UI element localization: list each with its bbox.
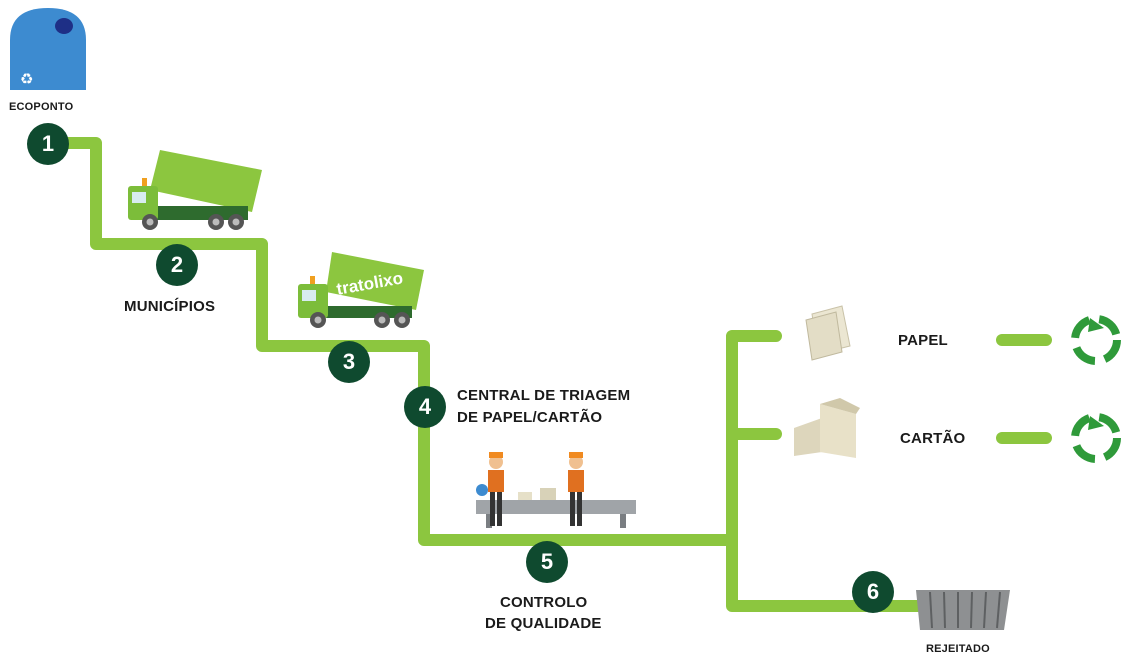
central-triagem-label-line2: DE PAPEL/CARTÃO bbox=[457, 409, 603, 426]
step-badge-2: 2 bbox=[156, 244, 198, 286]
ecoponto-label: ECOPONTO bbox=[9, 101, 74, 113]
step-badge-4: 4 bbox=[404, 386, 446, 428]
step-badge-3: 3 bbox=[328, 341, 370, 383]
step-badge-1: 1 bbox=[27, 123, 69, 165]
controlo-label-line1: CONTROLO bbox=[500, 594, 588, 611]
municipios-label: MUNICÍPIOS bbox=[124, 298, 216, 315]
rejeitado-label: REJEITADO bbox=[926, 643, 990, 655]
sorting-conveyor-icon bbox=[476, 452, 636, 528]
recycle-icon bbox=[1071, 413, 1121, 463]
cardboard-boxes-icon bbox=[794, 398, 860, 458]
step-badge-6: 6 bbox=[852, 571, 894, 613]
paper-stack-icon bbox=[805, 305, 851, 361]
tipper-truck-icon bbox=[128, 150, 262, 230]
controlo-label-line2: DE QUALIDADE bbox=[485, 615, 602, 632]
step-badge-5: 5 bbox=[526, 541, 568, 583]
reject-container-icon bbox=[916, 590, 1010, 630]
tratolixo-truck-icon: tratolixo bbox=[298, 252, 424, 328]
svg-text:♻: ♻ bbox=[20, 71, 33, 88]
recycle-icon bbox=[1071, 315, 1121, 365]
cartao-label: CARTÃO bbox=[900, 430, 966, 447]
papel-label: PAPEL bbox=[898, 332, 948, 349]
central-triagem-label-line1: CENTRAL DE TRIAGEM bbox=[457, 387, 631, 404]
recycling-container-icon: ♻ bbox=[10, 8, 86, 90]
